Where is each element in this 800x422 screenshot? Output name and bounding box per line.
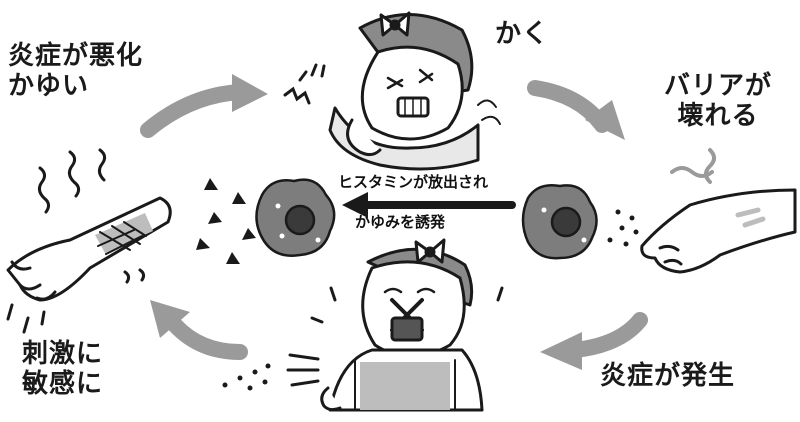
itch-squiggles-left	[37, 148, 146, 284]
cycle-arrow-top-left	[140, 74, 268, 138]
release-arrow	[342, 192, 516, 218]
cycle-arrow-bottom-right	[540, 312, 648, 370]
restraining-character	[320, 238, 484, 412]
arm-right	[640, 188, 797, 274]
mast-cell-left	[255, 178, 336, 257]
label-inflammation-occurs: 炎症が発生	[600, 361, 736, 391]
label-inflammation-worse: 炎症が悪化 かゆい	[8, 41, 144, 102]
label-scratch: かく	[495, 19, 550, 49]
motion-lines-bottom	[286, 286, 504, 387]
particle-dots-right	[607, 209, 639, 247]
motion-lines-top	[283, 63, 326, 105]
label-barrier-line1: バリアが	[664, 71, 773, 101]
label-sensitive-line2: 敏感に	[22, 368, 104, 399]
label-inflammation-worse-line2: かゆい	[8, 70, 90, 101]
label-itch-induced: かゆみを誘発	[355, 213, 446, 231]
inflamed-arm-left	[6, 196, 172, 302]
cycle-arrow-bottom-left	[150, 300, 248, 360]
dot-trail-bottom	[222, 363, 271, 391]
label-sensitive-line1: 刺激に	[22, 339, 104, 369]
label-barrier-line2: 壊れる	[677, 100, 759, 131]
label-barrier: バリアが 壊れる	[664, 71, 773, 132]
scratching-character	[328, 11, 501, 171]
sweat-marks-left	[6, 303, 46, 334]
label-inflammation-worse-line1: 炎症が悪化	[8, 41, 144, 71]
label-histamine-released: ヒスタミンが放出され	[338, 173, 489, 191]
barrier-squiggles-right	[670, 148, 716, 184]
label-sensitive: 刺激に 敏感に	[22, 339, 104, 400]
mast-cell-right	[521, 184, 598, 260]
histamine-particles	[196, 178, 256, 264]
cycle-arrow-top-right	[527, 80, 625, 140]
